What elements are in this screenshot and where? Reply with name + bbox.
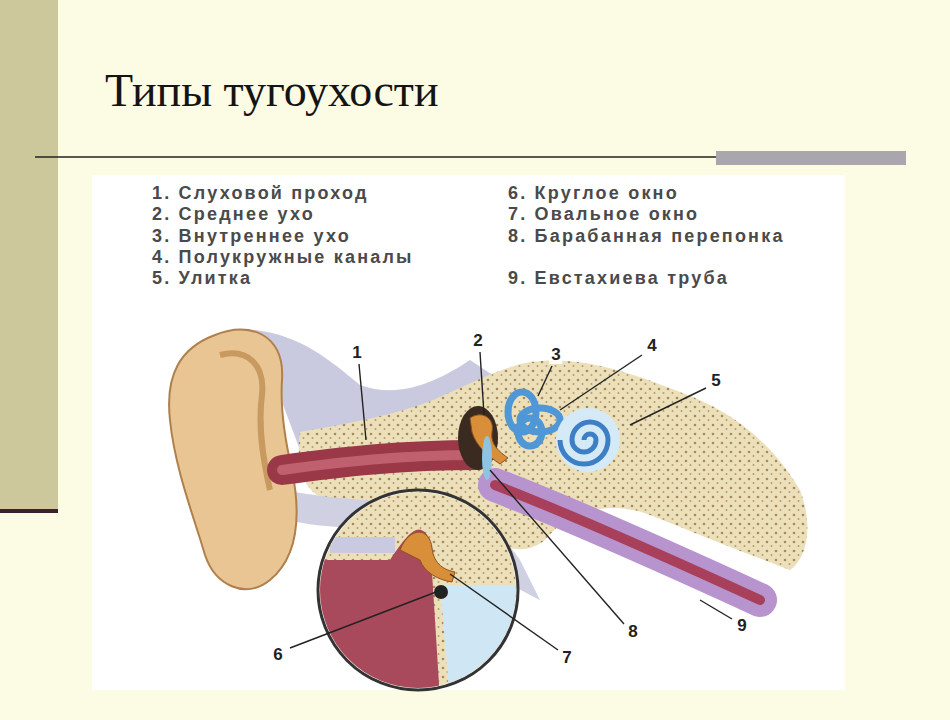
legend-entry: 1. Слуховой проход [152, 183, 442, 204]
strip-rule [0, 509, 58, 513]
canal-lumen [282, 455, 478, 470]
callout-number: 2 [471, 332, 484, 350]
callout-number: 7 [560, 649, 573, 667]
legend-entry: 4. Полукружные каналы [152, 247, 442, 268]
slide-title: Типы тугоухости [105, 64, 439, 117]
legend-entry: 6. Круглое окно [508, 183, 798, 204]
inset-detail [318, 490, 520, 700]
cochlea [556, 408, 620, 472]
callout-number: 1 [350, 344, 363, 362]
inset-ring [318, 490, 518, 690]
side-strip [0, 0, 58, 510]
eustachian-tube [495, 485, 760, 600]
callout-number: 4 [645, 337, 658, 355]
ear-canal [282, 455, 478, 470]
semicircular-canals [508, 392, 560, 446]
leader-lines [290, 352, 732, 650]
callout-number: 5 [709, 372, 722, 390]
cochlea-spiral [560, 422, 608, 464]
title-rule [35, 156, 716, 158]
callout-number: 6 [271, 646, 284, 664]
legend-entry: 2. Среднее ухо [152, 204, 442, 225]
tube-lumen [495, 485, 760, 600]
legend-entry: 7. Овальное окно [508, 204, 798, 225]
pinna-fold [220, 353, 270, 490]
eardrum [482, 436, 492, 480]
legend-entry: 5. Улитка [152, 268, 442, 289]
title-bar [716, 151, 906, 165]
callout-number: 9 [735, 617, 748, 635]
legend-entry: 9. Евстахиева труба [508, 268, 798, 289]
legend-entry: 3. Внутреннее ухо [152, 226, 442, 247]
callout-number: 8 [626, 623, 639, 641]
callout-number: 3 [549, 346, 562, 364]
legend-entry: 8. Барабанная перепонка [508, 226, 798, 247]
